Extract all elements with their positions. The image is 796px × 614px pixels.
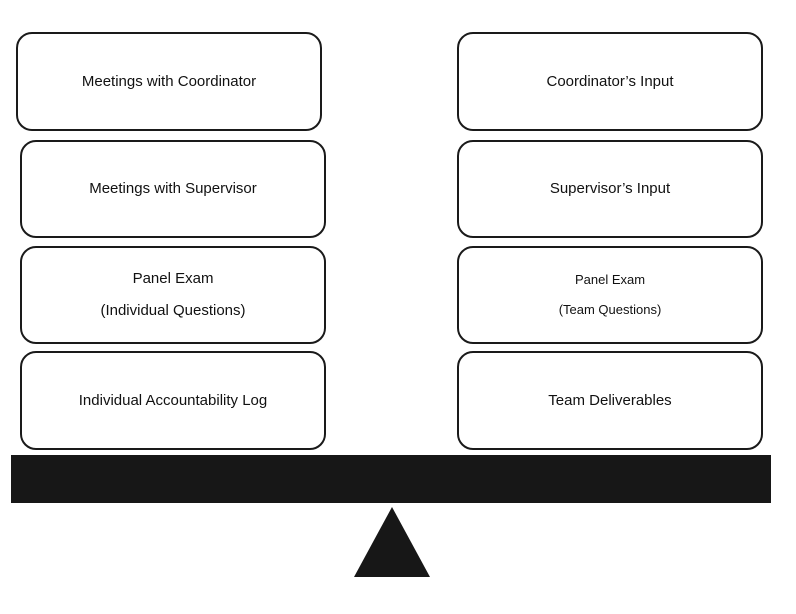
left-box-3-sublabel: (Individual Questions)	[100, 302, 246, 319]
fulcrum-shape	[354, 507, 430, 577]
left-box-1-label: Meetings with Coordinator	[81, 72, 257, 90]
left-box-3-label: Panel Exam	[132, 270, 214, 287]
right-box-1-label: Coordinator’s Input	[546, 72, 674, 90]
left-box-4-label: Individual Accountability Log	[78, 391, 268, 409]
right-box-panel-exam-team: Panel Exam (Team Questions)	[457, 246, 763, 344]
balance-beam	[11, 455, 771, 503]
right-box-2-label: Supervisor’s Input	[549, 180, 671, 197]
left-box-2-label: Meetings with Supervisor	[89, 180, 257, 197]
left-box-panel-exam-individual: Panel Exam (Individual Questions)	[20, 246, 326, 344]
right-box-4-label: Team Deliverables	[548, 391, 672, 409]
left-box-individual-accountability-log: Individual Accountability Log	[20, 351, 326, 450]
right-box-team-deliverables: Team Deliverables	[457, 351, 763, 450]
left-box-meetings-supervisor: Meetings with Supervisor	[20, 140, 326, 238]
fulcrum-triangle	[354, 507, 430, 577]
left-box-meetings-coordinator: Meetings with Coordinator	[16, 32, 322, 131]
right-box-coordinators-input: Coordinator’s Input	[457, 32, 763, 131]
right-box-3-label: Panel Exam	[574, 272, 646, 288]
right-box-3-sublabel: (Team Questions)	[558, 302, 662, 317]
right-box-supervisors-input: Supervisor’s Input	[457, 140, 763, 238]
